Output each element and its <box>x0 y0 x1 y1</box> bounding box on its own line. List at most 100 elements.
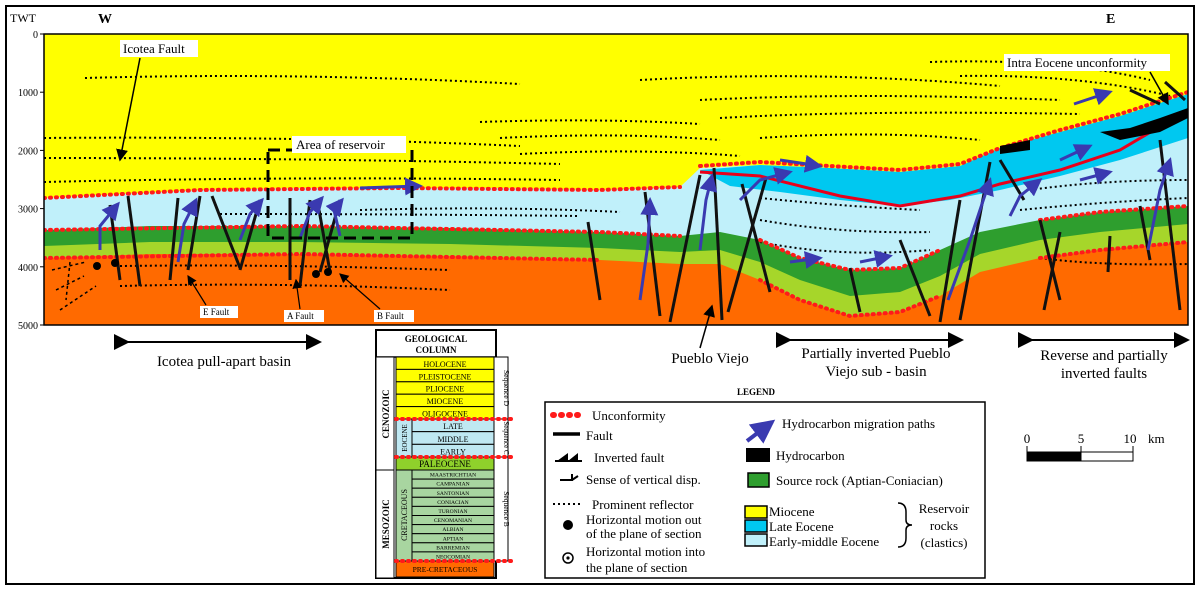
legend-unconformity: Unconformity <box>550 408 666 423</box>
column-unit-label: SANTONIAN <box>437 491 470 497</box>
legend-sense-of-displacement: Sense of vertical disp. <box>560 472 701 487</box>
twt-tick-label: 1000 <box>18 88 38 99</box>
sequence-d-label: Sequence D <box>502 370 511 407</box>
pre-cretaceous-label: PRE-CRETACEOUS <box>413 565 478 574</box>
cenozoic-label: CENOZOIC <box>381 389 391 438</box>
east-label: E <box>1106 12 1115 27</box>
column-unit-label: MIDDLE <box>437 435 468 444</box>
column-unit-label: OLIGOCENE <box>422 410 468 419</box>
sequence-b-label: Sequence B <box>502 491 511 527</box>
column-unit-label: MAASTRICHTIAN <box>430 473 476 479</box>
svg-text:Miocene: Miocene <box>769 504 815 519</box>
scale-tick-5: 5 <box>1078 431 1085 446</box>
legend-fault: Fault <box>553 428 613 443</box>
column-unit-label: TURONIAN <box>438 509 467 515</box>
legend-title: LEGEND <box>737 387 776 397</box>
reverse-faults-label-line2: inverted faults <box>1061 366 1147 382</box>
svg-text:Prominent reflector: Prominent reflector <box>592 497 694 512</box>
inverted-basin-label-line1: Partially inverted Pueblo <box>801 346 950 362</box>
pueblo-viejo-label: Pueblo Viejo <box>671 351 749 367</box>
scale-tick-10: 10 <box>1124 431 1137 446</box>
scale-unit: km <box>1148 431 1165 446</box>
legend-horizontal-motion-into: Horizontal motion into the plane of sect… <box>562 544 705 575</box>
zone-labels: Icotea pull-apart basin Pueblo Viejo Par… <box>114 304 1190 382</box>
svg-text:Unconformity: Unconformity <box>592 408 666 423</box>
svg-text:Late Eocene: Late Eocene <box>769 519 834 534</box>
column-unit-label: BARREMIAN <box>436 545 470 551</box>
reservoir-label-line2: rocks <box>930 518 958 533</box>
legend-hydrocarbon: Hydrocarbon <box>746 448 845 463</box>
late-eocene-layer <box>700 94 1188 206</box>
column-unit-label: PLIOCENE <box>426 385 465 394</box>
column-unit-label: LATE <box>443 422 463 431</box>
e-fault-box <box>200 306 238 318</box>
column-unit-label: CONIACIAN <box>437 500 468 506</box>
column-unit-label: CENOMANIAN <box>434 518 472 524</box>
svg-text:the plane of section: the plane of section <box>586 560 688 575</box>
reservoir-brace <box>897 502 913 548</box>
hydrocarbon-accumulation <box>1100 108 1188 140</box>
e-fault-label: E Fault <box>203 307 230 317</box>
basement-faults <box>51 261 97 311</box>
svg-text:Source rock (Aptian-Coniacian): Source rock (Aptian-Coniacian) <box>776 473 943 488</box>
intra-eocene-label: Intra Eocene unconformity <box>1007 55 1148 70</box>
icotea-basin-label: Icotea pull-apart basin <box>157 354 292 370</box>
column-title-line1: GEOLOGICAL <box>405 334 468 344</box>
twt-tick-label: 2000 <box>18 146 38 157</box>
section-frame <box>43 33 1189 326</box>
mesozoic-strip <box>375 469 395 579</box>
paleocene-label: PALEOCENE <box>419 459 471 469</box>
legend-miocene: Miocene <box>744 504 815 519</box>
eocene-label: EOCENE <box>401 424 409 452</box>
column-unit-label: EARLY <box>440 448 466 457</box>
twt-tick-label: 5000 <box>18 321 38 332</box>
column-unit-label: PLEISTOCENE <box>419 372 472 381</box>
a-fault-box <box>284 310 324 322</box>
mesozoic-label: MESOZOIC <box>381 499 391 549</box>
area-of-reservoir-label-box <box>292 136 406 153</box>
svg-text:Hydrocarbon migration paths: Hydrocarbon migration paths <box>782 416 935 431</box>
svg-text:Inverted fault: Inverted fault <box>594 450 665 465</box>
svg-text:Early-middle Eocene: Early-middle Eocene <box>769 534 879 549</box>
b-fault-label: B Fault <box>377 311 404 321</box>
column-unit-label: NEOCOMIAN <box>436 555 470 561</box>
column-unit-label: ALBIAN <box>442 527 463 533</box>
west-label: W <box>98 12 112 27</box>
intra-eocene-pointer <box>1149 71 1169 106</box>
pueblo-viejo-pointer <box>699 304 715 349</box>
legend-migration-paths: Hydrocarbon migration paths <box>745 416 935 444</box>
reverse-faults-label-line1: Reverse and partially <box>1040 348 1168 364</box>
twt-axis-label: TWT <box>10 11 37 25</box>
legend-early-middle-eocene: Early-middle Eocene <box>744 533 879 549</box>
sequence-c-label: Sequence C <box>502 421 510 455</box>
svg-text:Fault: Fault <box>586 428 613 443</box>
hydrocarbon-accumulation-2 <box>1000 140 1030 154</box>
cenozoic-units: HOLOCENEPLEISTOCENEPLIOCENEMIOCENEOLIGOC… <box>395 356 495 420</box>
horizontal-motion-dots <box>93 259 332 278</box>
column-unconformities <box>394 417 514 563</box>
intra-eocene-label-box <box>1004 54 1170 71</box>
area-of-reservoir-label: Area of reservoir <box>296 137 385 152</box>
legend-late-eocene: Late Eocene <box>744 519 834 534</box>
svg-text:Horizontal motion into: Horizontal motion into <box>586 544 705 559</box>
icotea-fault-label: Icotea Fault <box>123 41 185 56</box>
legend-inverted-fault: Inverted fault <box>555 450 665 465</box>
twt-tick-label: 3000 <box>18 205 38 216</box>
a-fault-pointer <box>292 278 302 310</box>
column-title-line2: COLUMN <box>416 345 457 355</box>
migration-paths <box>98 88 1174 301</box>
twt-axis-ticks: 0 1000 2000 3000 4000 5000 <box>18 30 44 332</box>
column-unit-label: CAMPANIAN <box>436 482 469 488</box>
a-fault-label: A Fault <box>287 311 314 321</box>
inverted-basin-label-line2: Viejo sub - basin <box>825 364 927 380</box>
scale-tick-0: 0 <box>1024 431 1031 446</box>
legend: LEGEND Unconformity Fault Inverted fault… <box>544 387 986 579</box>
legend-source-rock: Source rock (Aptian-Coniacian) <box>747 472 943 488</box>
icotea-fault-pointer <box>116 57 141 162</box>
eocene-units: LATE MIDDLE EARLY <box>411 418 495 458</box>
twt-tick-label: 0 <box>33 30 38 41</box>
b-fault-box <box>374 310 414 322</box>
twt-tick-label: 4000 <box>18 263 38 274</box>
